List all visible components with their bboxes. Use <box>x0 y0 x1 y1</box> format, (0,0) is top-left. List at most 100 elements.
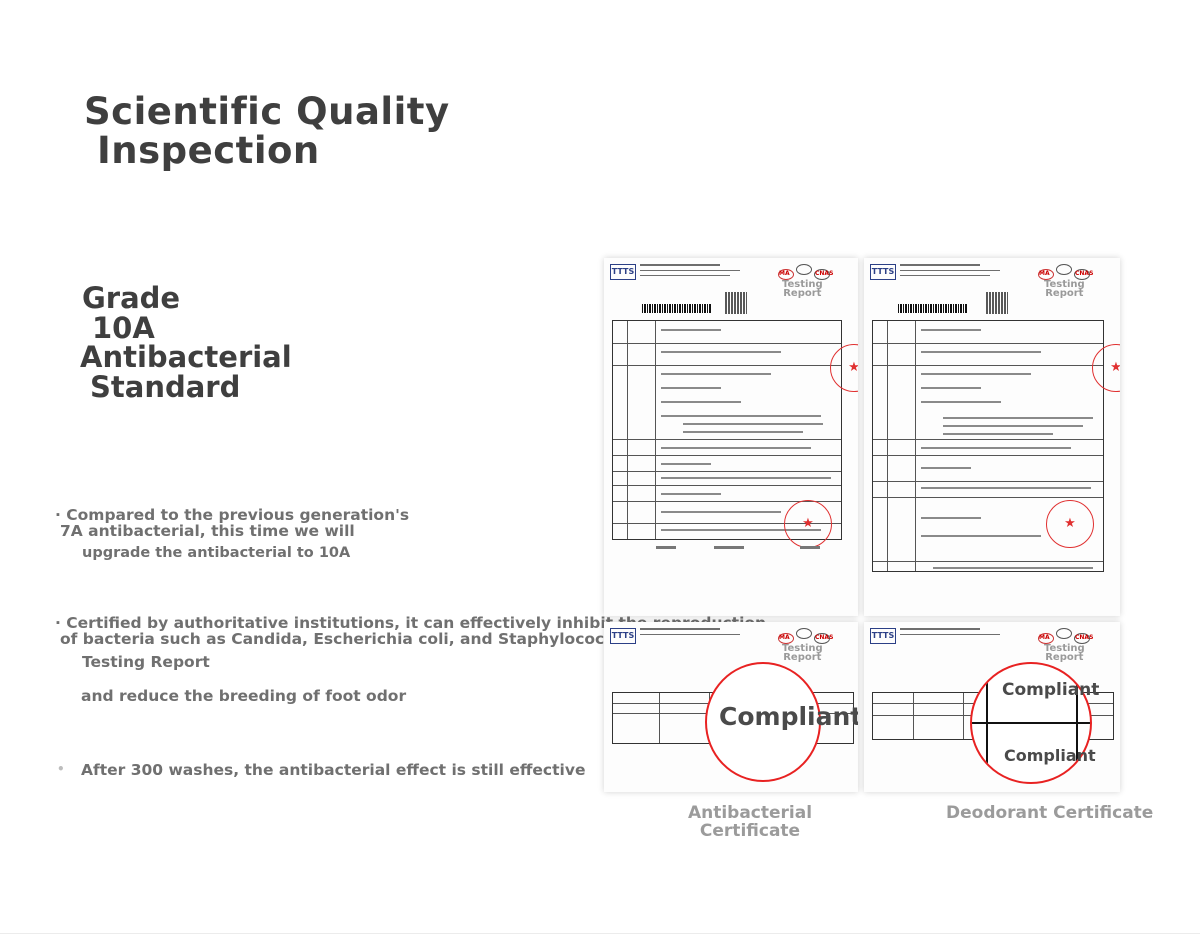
ma-mark-icon: MA <box>778 633 794 644</box>
table-divider <box>873 497 1103 498</box>
text-line <box>921 351 1041 353</box>
text-line <box>921 447 1071 449</box>
text-line <box>661 387 721 389</box>
barcode-icon <box>642 304 712 313</box>
table-divider <box>963 693 964 739</box>
signature <box>656 546 676 549</box>
ilac-mark-icon <box>1056 628 1072 639</box>
testing-report-line-2: Report <box>1045 288 1084 299</box>
table-divider <box>613 485 841 486</box>
table-divider <box>915 321 916 571</box>
compliant-label: Compliant <box>719 702 858 731</box>
text-line <box>661 529 821 531</box>
text-line <box>661 401 741 403</box>
grade-value: 10A <box>92 310 155 345</box>
grade-antibacterial: Antibacterial <box>80 340 292 374</box>
table-divider <box>873 343 1103 344</box>
ma-mark-icon: MA <box>1038 269 1054 280</box>
text-line <box>683 431 803 433</box>
report-table <box>872 320 1104 572</box>
testing-report-line-1: Testing <box>782 279 823 290</box>
text-line <box>661 463 711 465</box>
table-divider <box>873 439 1103 440</box>
org-address-line <box>900 270 1000 271</box>
qr-code-icon <box>986 292 1008 314</box>
testing-report-line-2: Report <box>783 652 822 663</box>
table-divider <box>659 693 660 743</box>
compliant-magnifier <box>970 662 1092 784</box>
org-info-line <box>640 275 730 276</box>
bullet-2-line-3: Testing Report <box>82 653 210 671</box>
org-address-line <box>640 270 740 271</box>
testing-report-line-1: Testing <box>1044 279 1085 290</box>
cnas-mark-icon: CNAS <box>814 269 833 280</box>
testing-report-line-1: Testing <box>1044 643 1085 654</box>
bullet-2-line-2: of bacteria such as Candida, Escherichia… <box>60 630 634 648</box>
table-divider <box>613 471 841 472</box>
report-table <box>612 320 842 540</box>
org-address-line <box>900 634 1000 635</box>
text-line <box>661 415 821 417</box>
testing-report-label: Testing Report <box>1044 643 1085 663</box>
text-line <box>661 511 781 513</box>
signature <box>800 546 820 549</box>
table-divider <box>613 365 841 366</box>
text-line <box>943 433 1053 435</box>
table-divider <box>1076 684 1078 782</box>
bullet-3: After 300 washes, the antibacterial effe… <box>81 761 586 779</box>
text-line <box>661 373 771 375</box>
table-divider <box>613 439 841 440</box>
text-line <box>943 417 1093 419</box>
table-divider <box>887 321 888 571</box>
text-line <box>933 567 1093 569</box>
text-line <box>683 423 823 425</box>
table-divider <box>627 321 628 539</box>
ttts-logo: TTTS <box>870 264 896 280</box>
grade-label: Grade <box>82 281 181 315</box>
text-line <box>661 329 721 331</box>
accreditation-marks: MA CNAS <box>1036 264 1093 280</box>
testing-report-label: Testing Report <box>782 643 823 663</box>
compliant-label: Compliant <box>1004 746 1096 765</box>
ilac-mark-icon <box>796 628 812 639</box>
testing-report-line-1: Testing <box>782 643 823 654</box>
text-line <box>921 373 1031 375</box>
text-line <box>921 467 971 469</box>
ttts-logo: TTTS <box>610 628 636 644</box>
signature <box>714 546 744 549</box>
cnas-mark-icon: CNAS <box>814 633 833 644</box>
text-line <box>921 517 981 519</box>
antibacterial-certificate-caption: Antibacterial Certificate <box>668 804 832 840</box>
text-line <box>921 535 1041 537</box>
grade-standard: Standard <box>90 369 241 404</box>
bullet-3-dot: • <box>57 762 65 776</box>
bullet-1-line-1: · Compared to the previous generation's <box>55 506 410 524</box>
table-divider <box>613 455 841 456</box>
bullet-2-line-1: · Certified by authoritative institution… <box>55 614 767 632</box>
table-divider <box>873 455 1103 456</box>
text-line <box>921 387 981 389</box>
org-name-line <box>640 264 720 266</box>
cnas-mark-icon: CNAS <box>1074 269 1093 280</box>
text-line <box>661 493 721 495</box>
testing-report-label: Testing Report <box>1044 279 1085 299</box>
page-title: Scientific Quality Inspection <box>84 92 450 170</box>
ilac-mark-icon <box>1056 264 1072 275</box>
org-name-line <box>900 264 980 266</box>
testing-report-line-2: Report <box>1045 652 1084 663</box>
ttts-logo: TTTS <box>870 628 896 644</box>
red-seal-stamp-icon: ★ <box>784 500 832 548</box>
text-line <box>921 401 1001 403</box>
text-line <box>661 447 811 449</box>
testing-report-line-2: Report <box>783 288 822 299</box>
table-divider <box>986 664 988 782</box>
caption-line-2: Certificate <box>699 821 801 841</box>
title-line-2: Inspection <box>97 129 320 172</box>
text-line <box>943 425 1083 427</box>
org-name-line <box>640 628 720 630</box>
deodorant-certificate-caption: Deodorant Certificate <box>946 803 1154 823</box>
